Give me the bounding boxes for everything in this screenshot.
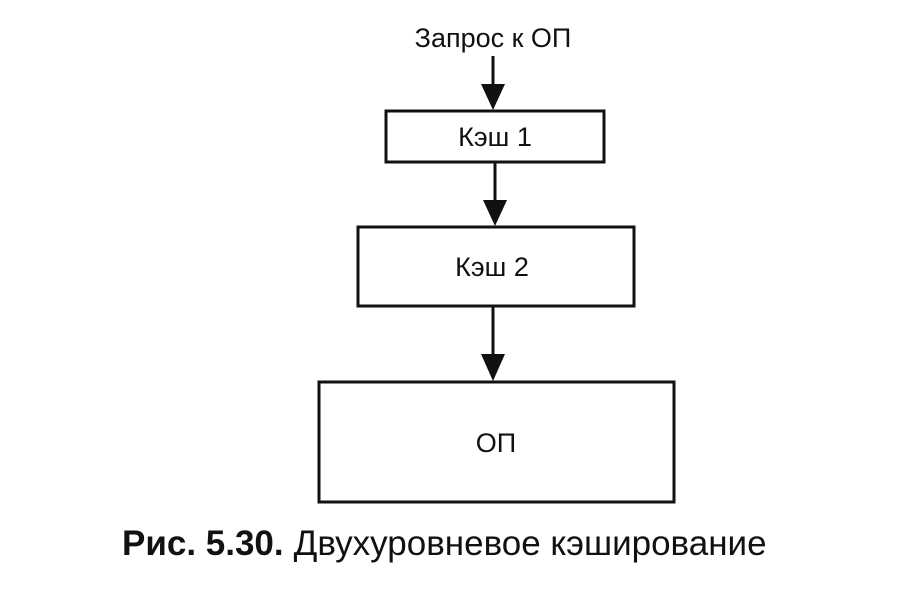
memory-box: ОП xyxy=(317,380,676,504)
cache1-label: Кэш 1 xyxy=(458,122,532,152)
memory-label: ОП xyxy=(476,428,516,458)
cache2-box: Кэш 2 xyxy=(356,225,636,308)
cache1-box: Кэш 1 xyxy=(384,109,606,164)
figure-caption: Рис. 5.30.Двухуровневое кэширование xyxy=(122,524,767,564)
figure-number: Рис. 5.30. xyxy=(122,524,284,563)
cache2-label: Кэш 2 xyxy=(455,252,529,282)
arrow-cache2-to-memory xyxy=(481,306,505,381)
arrow-request-to-cache1 xyxy=(481,56,505,110)
request-label: Запрос к ОП xyxy=(415,23,572,53)
figure-title: Двухуровневое кэширование xyxy=(293,524,767,563)
arrow-cache1-to-cache2 xyxy=(483,162,507,226)
